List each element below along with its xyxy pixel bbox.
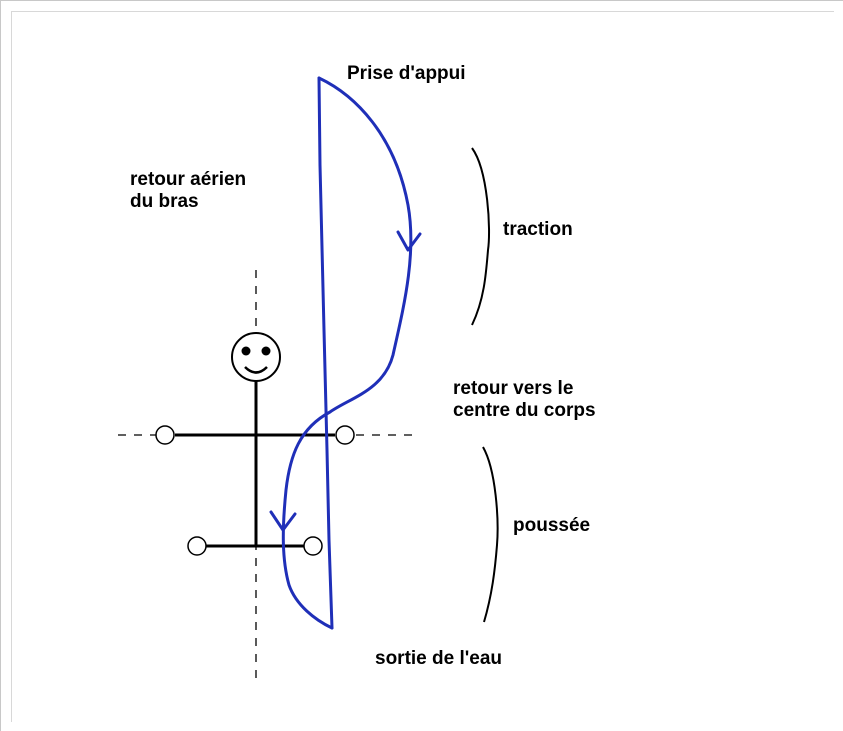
underwater-pull-curve bbox=[281, 76, 413, 630]
traction-bracket bbox=[471, 147, 490, 326]
label-retour-aerien-line2: du bras bbox=[130, 191, 199, 212]
label-poussee: poussée bbox=[513, 515, 591, 536]
swimmer-eye-left bbox=[241, 346, 251, 356]
swimmer-eye-right bbox=[261, 346, 271, 356]
swimmer-hand-left bbox=[155, 425, 175, 445]
label-retour-centre-line2: centre du corps bbox=[453, 400, 596, 421]
traction-arrow-icon bbox=[396, 230, 422, 252]
label-prise-appui: Prise d'appui bbox=[347, 63, 466, 84]
poussee-bracket bbox=[482, 446, 499, 623]
label-retour-aerien: retour aérien du bras bbox=[130, 169, 246, 213]
aerial-return-line bbox=[317, 76, 334, 630]
poussee-arrow-icon bbox=[269, 510, 297, 532]
label-traction: traction bbox=[503, 219, 573, 240]
swimmer-hand-right bbox=[335, 425, 355, 445]
swimmer-foot-right bbox=[303, 536, 323, 556]
swimmer-smile bbox=[244, 366, 268, 374]
label-retour-centre: retour vers le centre du corps bbox=[453, 378, 596, 422]
label-sortie-eau: sortie de l'eau bbox=[375, 648, 503, 669]
arm-stroke-path bbox=[269, 76, 422, 630]
swimmer-figure bbox=[155, 332, 355, 556]
label-retour-centre-line1: retour vers le bbox=[453, 378, 574, 399]
swimmer-foot-left bbox=[187, 536, 207, 556]
label-retour-aerien-line1: retour aérien bbox=[130, 169, 247, 190]
